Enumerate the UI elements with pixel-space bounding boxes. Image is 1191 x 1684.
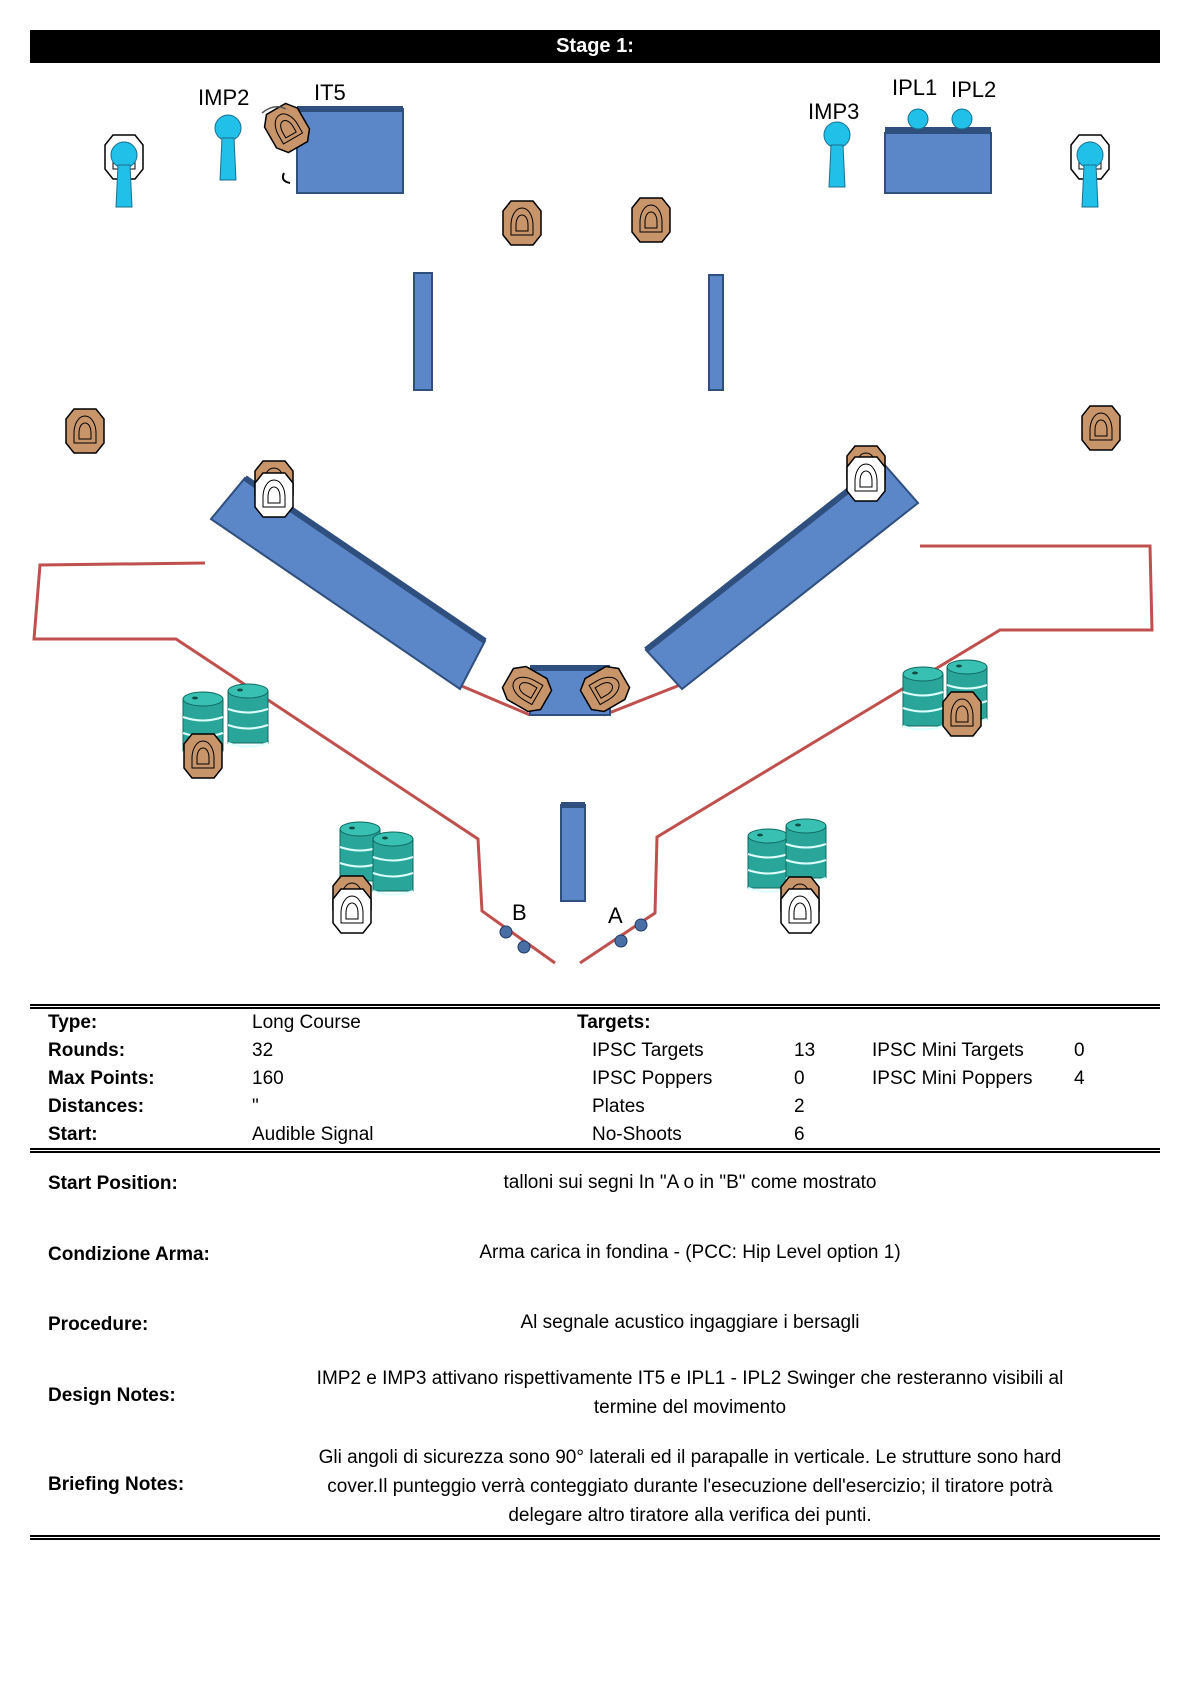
mini-type-count: 4 (1074, 1068, 1085, 1089)
barrels-bottom-left (332, 821, 414, 934)
start-position-label: Start Position: (48, 1173, 178, 1194)
start-label: Start: (48, 1124, 98, 1145)
wall-ipl-box (884, 127, 992, 194)
target-type-count: 0 (794, 1068, 805, 1089)
target-top-center-left (502, 200, 542, 246)
type-label: Type: (48, 1012, 98, 1033)
rounds-value: 32 (252, 1040, 274, 1061)
plate-ipl1 (907, 108, 929, 130)
target-type-name: Plates (592, 1096, 645, 1117)
target-type-count: 13 (794, 1040, 816, 1061)
barrels-left (182, 683, 269, 779)
design-notes-line-1: IMP2 e IMP3 attivano rispettivamente IT5… (316, 1368, 1064, 1389)
wall-center-post (560, 802, 586, 902)
popper-right-with-noshoot (1070, 134, 1110, 208)
distances-value: " (252, 1096, 259, 1117)
target-type-name: IPSC Poppers (592, 1068, 713, 1089)
mini-type-count: 0 (1074, 1040, 1085, 1061)
divider-middle (30, 1148, 1160, 1153)
barrels-right (902, 659, 988, 737)
design-notes-label: Design Notes: (48, 1385, 176, 1406)
design-notes-line-2: termine del movimento (593, 1397, 787, 1418)
target-far-right (1081, 405, 1121, 451)
target-type-count: 2 (794, 1096, 805, 1117)
start-mark-a1 (614, 934, 628, 948)
wall-it5-box (296, 106, 404, 194)
target-top-center-right (631, 197, 671, 243)
start-mark-b1 (499, 925, 513, 939)
briefing-notes-line-3: delegare altro tiratore alla verifica de… (508, 1505, 872, 1526)
start-position-text: talloni sui segni In "A o in "B" come mo… (503, 1172, 877, 1193)
targets-label: Targets: (577, 1012, 651, 1033)
rounds-label: Rounds: (48, 1040, 126, 1061)
condition-text: Arma carica in fondina - (PCC: Hip Level… (479, 1242, 901, 1263)
distances-label: Distances: (48, 1096, 145, 1117)
swinger-target-it5 (258, 98, 316, 184)
briefing-notes-label: Briefing Notes: (48, 1474, 185, 1495)
barrels-bottom-right (747, 818, 827, 934)
target-type-name: IPSC Targets (592, 1040, 704, 1061)
stage-diagram: IMP2 IT5 IMP3 IPL1 IPL2 B A (32, 75, 1154, 965)
target-with-noshoot-left (254, 460, 294, 518)
max-points-label: Max Points: (48, 1068, 155, 1089)
divider-top (30, 1004, 1160, 1009)
start-value: Audible Signal (252, 1124, 374, 1145)
target-type-count: 6 (794, 1124, 805, 1145)
fault-lines (32, 544, 1154, 965)
max-points-value: 160 (252, 1068, 284, 1089)
wall-vertical-right (708, 274, 724, 391)
start-mark-a2 (634, 918, 648, 932)
label-it5: IT5 (314, 80, 346, 105)
type-value: Long Course (252, 1012, 361, 1033)
stage-title: Stage 1: (30, 30, 1160, 63)
plate-ipl2 (951, 108, 973, 130)
divider-bottom (30, 1535, 1160, 1540)
briefing-notes-line-2: cover.Il punteggio verrà conteggiato dur… (327, 1476, 1053, 1497)
popper-left-with-noshoot (104, 134, 144, 208)
wall-diagonal-left (209, 475, 487, 691)
procedure-label: Procedure: (48, 1314, 149, 1335)
label-ipl1: IPL1 (892, 75, 937, 100)
mini-popper-imp2 (214, 114, 242, 181)
target-with-noshoot-right (846, 445, 886, 502)
mini-popper-imp3 (823, 121, 851, 188)
label-position-b: B (512, 900, 527, 925)
wall-diagonal-right (644, 460, 920, 691)
label-imp3: IMP3 (808, 99, 859, 124)
target-type-name: No-Shoots (592, 1124, 682, 1145)
briefing-notes-line-1: Gli angoli di sicurezza sono 90° lateral… (318, 1447, 1062, 1468)
wall-vertical-left (413, 272, 433, 391)
target-far-left (65, 408, 105, 454)
mini-type-name: IPSC Mini Targets (872, 1040, 1024, 1061)
procedure-text: Al segnale acustico ingaggiare i bersagl… (520, 1312, 860, 1333)
label-imp2: IMP2 (198, 85, 249, 110)
condition-label: Condizione Arma: (48, 1244, 210, 1265)
start-mark-b2 (517, 940, 531, 954)
mini-type-name: IPSC Mini Poppers (872, 1068, 1033, 1089)
label-position-a: A (608, 903, 623, 928)
label-ipl2: IPL2 (951, 77, 996, 102)
